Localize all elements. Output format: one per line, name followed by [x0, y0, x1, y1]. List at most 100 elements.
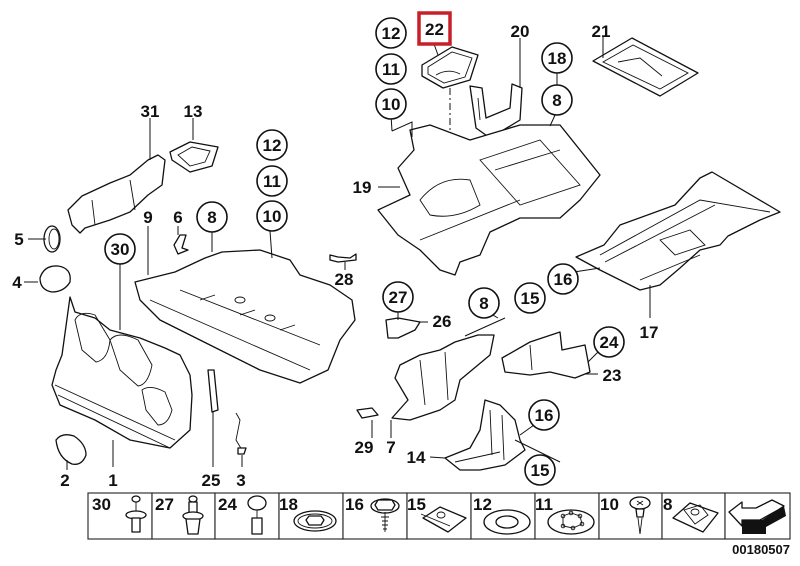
- callout-12-mid[interactable]: 12: [256, 129, 288, 161]
- callout-4[interactable]: 4: [12, 273, 22, 292]
- callout-label: 9: [143, 208, 152, 227]
- legend-number: 18: [279, 495, 298, 514]
- push-rivet-icon: [125, 495, 147, 533]
- legend-cell-27[interactable]: 27: [151, 492, 216, 540]
- legend-number: 24: [218, 495, 237, 514]
- part-5-ring[interactable]: [43, 225, 61, 253]
- part-21-duct[interactable]: [592, 37, 699, 97]
- expanding-rivet-icon: [182, 495, 204, 535]
- part-17-rear-underbody-panel[interactable]: [575, 171, 781, 291]
- callout-label: 4: [12, 273, 22, 292]
- part-25-strip[interactable]: [207, 369, 219, 413]
- callout-label: 15: [521, 289, 540, 308]
- callout-23[interactable]: 23: [603, 366, 622, 385]
- legend-cell-30[interactable]: 30: [87, 492, 153, 540]
- part-6-clip[interactable]: [173, 234, 189, 255]
- plastic-rivet-icon: [247, 495, 267, 535]
- callout-label: 2: [60, 471, 69, 490]
- callout-label: 29: [355, 438, 374, 457]
- legend-cell-8[interactable]: 8: [661, 492, 726, 540]
- callout-11-top[interactable]: 11: [375, 53, 407, 85]
- callout-label: 11: [263, 172, 281, 191]
- callout-26[interactable]: 26: [433, 312, 452, 331]
- part-23-bracket[interactable]: [501, 331, 591, 379]
- callout-19[interactable]: 19: [353, 178, 372, 197]
- part-31-bracket[interactable]: [67, 154, 166, 234]
- callout-14[interactable]: 14: [407, 448, 426, 467]
- part-13-cover[interactable]: [169, 141, 219, 173]
- part-20-bracket[interactable]: [469, 83, 523, 139]
- callout-label: 27: [389, 288, 408, 307]
- callout-label: 17: [640, 323, 659, 342]
- part-1-air-duct[interactable]: [51, 296, 193, 449]
- callout-label: 18: [548, 49, 567, 68]
- legend-cell-18[interactable]: 18: [278, 492, 344, 540]
- callout-10-top[interactable]: 10: [375, 88, 407, 120]
- callout-10-mid[interactable]: 10: [256, 200, 288, 232]
- legend-cell-15[interactable]: 15: [406, 492, 472, 540]
- callout-7[interactable]: 7: [386, 438, 395, 457]
- callout-20[interactable]: 20: [511, 22, 530, 41]
- part-4-cover[interactable]: [39, 265, 71, 293]
- legend-cell-16[interactable]: 16: [342, 492, 408, 540]
- callout-12-top[interactable]: 12: [375, 17, 407, 49]
- callout-15-upper[interactable]: 15: [514, 282, 546, 314]
- part-19-underbody-panel[interactable]: [377, 124, 601, 276]
- callout-1[interactable]: 1: [108, 471, 117, 490]
- callout-8-left[interactable]: 8: [196, 201, 228, 233]
- callout-13[interactable]: 13: [184, 102, 203, 121]
- legend-number: 27: [155, 495, 174, 514]
- callout-22-highlighted[interactable]: 22: [417, 11, 452, 46]
- callout-label: 3: [236, 471, 245, 490]
- callout-11-mid[interactable]: 11: [256, 165, 288, 197]
- legend-number: 30: [92, 495, 111, 514]
- callout-label: 5: [14, 230, 23, 249]
- callout-16-upper[interactable]: 16: [547, 263, 579, 295]
- callout-28[interactable]: 28: [335, 270, 354, 289]
- part-9-front-underbody-panel[interactable]: [134, 249, 356, 384]
- callout-8-top[interactable]: 8: [541, 84, 573, 116]
- legend-number: 11: [535, 495, 553, 514]
- callout-27[interactable]: 27: [382, 281, 414, 313]
- part-3-clip[interactable]: [235, 412, 247, 455]
- callout-21[interactable]: 21: [592, 22, 611, 41]
- callout-8-center[interactable]: 8: [468, 287, 500, 319]
- callout-15-lower[interactable]: 15: [524, 454, 556, 486]
- callout-label: 21: [592, 22, 611, 41]
- callout-30[interactable]: 30: [104, 233, 136, 265]
- callout-2[interactable]: 2: [60, 471, 69, 490]
- callout-9[interactable]: 9: [143, 208, 152, 227]
- part-26-bracket[interactable]: [385, 317, 421, 339]
- legend-cell-12[interactable]: 12: [470, 492, 536, 540]
- callout-5[interactable]: 5: [14, 230, 23, 249]
- callout-label: 13: [184, 102, 203, 121]
- callout-3[interactable]: 3: [236, 471, 245, 490]
- part-29-clip[interactable]: [356, 407, 379, 419]
- callout-label: 8: [479, 294, 488, 313]
- part-14-trim[interactable]: [444, 399, 526, 471]
- fastener-legend: 30 27 24: [87, 492, 791, 540]
- part-7-duct[interactable]: [391, 334, 495, 421]
- legend-cell-11[interactable]: 11: [534, 492, 600, 540]
- legend-cell-10[interactable]: 10: [598, 492, 663, 540]
- callout-label: 11: [382, 60, 400, 79]
- callout-label: 10: [263, 207, 282, 226]
- callout-31[interactable]: 31: [141, 102, 160, 121]
- callout-29[interactable]: 29: [355, 438, 374, 457]
- callout-16-lower[interactable]: 16: [528, 399, 560, 431]
- part-28-bracket[interactable]: [329, 253, 357, 263]
- part-2-cover[interactable]: [55, 434, 87, 465]
- oval-head-screw-icon: [629, 496, 651, 535]
- legend-cell-24[interactable]: 24: [214, 492, 280, 540]
- callout-24[interactable]: 24: [593, 326, 625, 358]
- legend-number: 16: [345, 495, 364, 514]
- callout-17[interactable]: 17: [640, 323, 659, 342]
- callout-label: 12: [382, 24, 401, 43]
- legend-number: 8: [663, 495, 672, 514]
- callout-25[interactable]: 25: [202, 471, 221, 490]
- callout-label: 19: [353, 178, 372, 197]
- callout-18[interactable]: 18: [541, 42, 573, 74]
- callout-label: 16: [535, 406, 554, 425]
- collar-nut-with-washer-icon: [293, 510, 337, 532]
- callout-6[interactable]: 6: [173, 208, 182, 227]
